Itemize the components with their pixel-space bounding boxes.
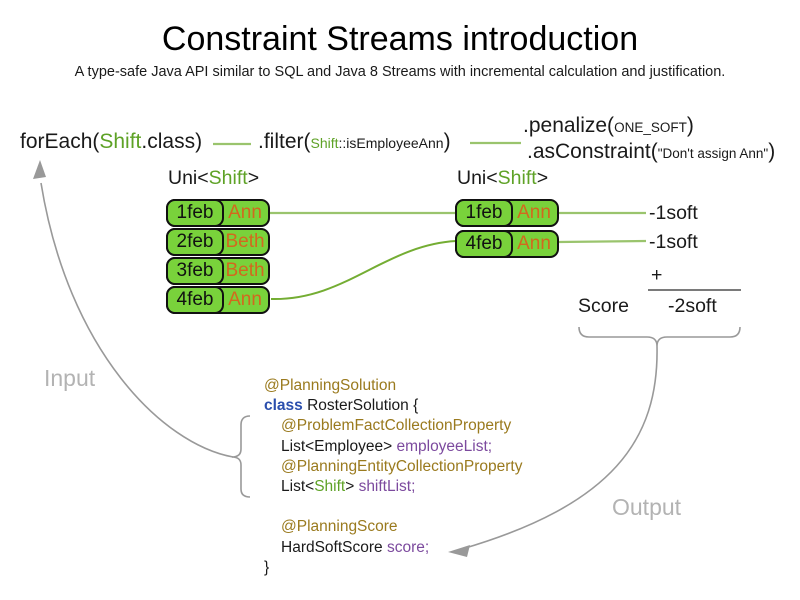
page-title: Constraint Streams introduction [161,20,639,58]
connector-4feb-penalty [558,239,647,244]
uni-type: Shift [497,167,537,189]
plus-sign: + [651,264,663,286]
left-uni-label: Uni<Shift> [168,167,259,190]
input-label: Input [44,365,96,391]
code-line: class RosterSolution { [264,396,522,416]
penalty-value: -1soft [649,231,698,253]
code-token: @ProblemFactCollectionProperty [281,417,512,435]
code-token: List<Employee> [281,437,397,455]
shift-employee: Ann [228,202,262,223]
code-line: } [264,558,522,578]
code-line: List<Employee> employeeList; [264,437,522,457]
uni-type: Shift [208,167,248,189]
code-line: @PlanningScore [264,517,522,537]
asconstraint-expression: .asConstraint("Don't assign Ann") [527,140,775,164]
foreach-pre: forEach( [20,130,100,153]
right-uni-label: Uni<Shift> [457,167,548,190]
penalize-arg: ONE_SOFT [614,120,687,135]
shift-date: 1feb [166,199,224,227]
code-line [264,497,522,517]
output-label: Output [612,494,682,520]
code-token: score; [386,538,430,556]
shift-employee: Ann [517,233,551,254]
filter-arg-class: Shift [310,135,339,151]
foreach-post: .class) [141,130,203,153]
code-token: } [264,558,270,576]
penalize-pre: .penalize( [523,114,615,137]
filter-pre: .filter( [258,130,311,153]
input-arrow-curve [40,182,234,458]
code-token: class [264,397,303,415]
output-arrow-curve [461,345,658,550]
code-token: employeeList; [396,437,493,455]
code-line: @PlanningSolution [264,376,522,396]
shift-employee: Beth [225,231,265,252]
penalty-value: -1soft [649,202,698,224]
code-line: List<Shift> shiftList; [264,477,522,497]
code-token: @PlanningSolution [264,377,397,394]
shift-employee: Ann [517,202,551,223]
score-brace [578,326,741,347]
penalize-post: ) [686,114,694,137]
connector-4feb-match [270,240,457,301]
shift-date: 2feb [166,228,224,256]
code-token: HardSoftScore [281,538,387,556]
uni-pre: Uni< [457,167,498,189]
score-label: Score [578,295,629,317]
code-token: List< [281,478,315,496]
code-token: RosterSolution { [302,397,419,415]
shift-employee: Beth [225,260,265,281]
shift-date: 4feb [166,286,224,314]
code-token: @PlanningScore [281,518,398,536]
foreach-expression: forEach(Shift.class) [20,130,202,154]
code-token: @PlanningEntityCollectionProperty [281,457,523,475]
shift-date: 4feb [455,230,513,258]
asconstraint-post: ) [768,140,776,163]
filter-post: ) [443,130,451,153]
output-arrowhead-icon [448,545,470,557]
page-subtitle: A type-safe Java API similar to SQL and … [74,64,726,80]
filter-expression: .filter(Shift::isEmployeeAnn) [258,130,451,154]
code-token: > [345,478,359,496]
code-line: @PlanningEntityCollectionProperty [264,457,522,477]
penalize-expression: .penalize(ONE_SOFT) [523,114,694,138]
foreach-class: Shift [99,130,142,153]
uni-post: > [247,167,260,189]
shift-date: 3feb [166,257,224,285]
code-token: shiftList; [358,478,416,496]
shift-employee: Ann [228,289,262,310]
code-token: Shift [314,478,346,496]
uni-post: > [536,167,549,189]
asconstraint-pre: .asConstraint( [527,140,658,163]
score-total: -2soft [668,295,717,317]
asconstraint-arg: "Don't assign Ann" [657,146,769,161]
code-line: HardSoftScore score; [264,538,522,558]
input-arrowhead-icon [33,160,46,179]
filter-arg-rest: ::isEmployeeAnn [338,135,444,151]
code-line: @ProblemFactCollectionProperty [264,416,522,436]
shift-date: 1feb [455,199,513,227]
uni-pre: Uni< [168,167,209,189]
code-brace [231,415,251,498]
